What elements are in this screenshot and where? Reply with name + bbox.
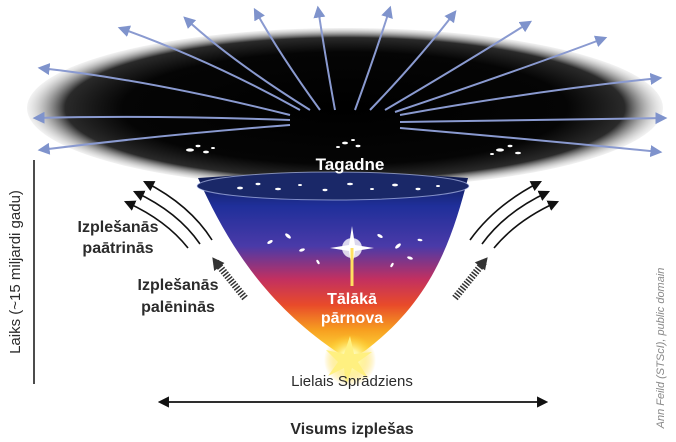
label-time-axis: Laiks (~15 miljardi gadu) xyxy=(7,190,24,354)
label-accelerating-2: paātrinās xyxy=(82,240,153,257)
label-decelerating-2: palēninās xyxy=(141,299,215,316)
label-accelerating-1: Izplešanās xyxy=(78,219,159,236)
accelerating-arrows-left xyxy=(126,182,212,248)
label-decelerating-1: Izplešanās xyxy=(138,277,219,294)
accelerating-arrows-right xyxy=(470,182,557,248)
label-present: Tagadne xyxy=(316,155,385,174)
label-universe-expands: Visums izplešas xyxy=(290,421,413,438)
decelerating-arrow-right xyxy=(455,253,492,298)
label-supernova-2: pārnova xyxy=(321,310,383,327)
label-big-bang: Lielais Sprādziens xyxy=(291,373,413,390)
funnel-rim xyxy=(197,172,469,200)
label-credit: Ann Feild (STScI), public domain xyxy=(655,268,667,430)
label-supernova-1: Tālākā xyxy=(327,291,377,308)
